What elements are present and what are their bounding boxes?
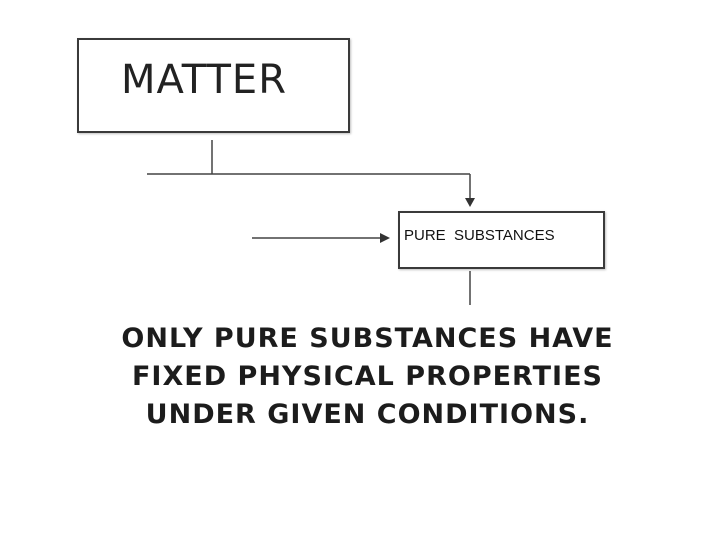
pure-substances-box: PURE SUBSTANCES	[398, 211, 605, 269]
right-arrowhead	[380, 233, 390, 243]
matter-label: MATTER	[121, 57, 287, 103]
matter-box: MATTER	[77, 38, 350, 133]
pure-substances-label: PURE SUBSTANCES	[404, 227, 555, 244]
caption-text: Only pure substances have fixed physical…	[121, 323, 614, 430]
down-arrowhead	[465, 198, 475, 207]
